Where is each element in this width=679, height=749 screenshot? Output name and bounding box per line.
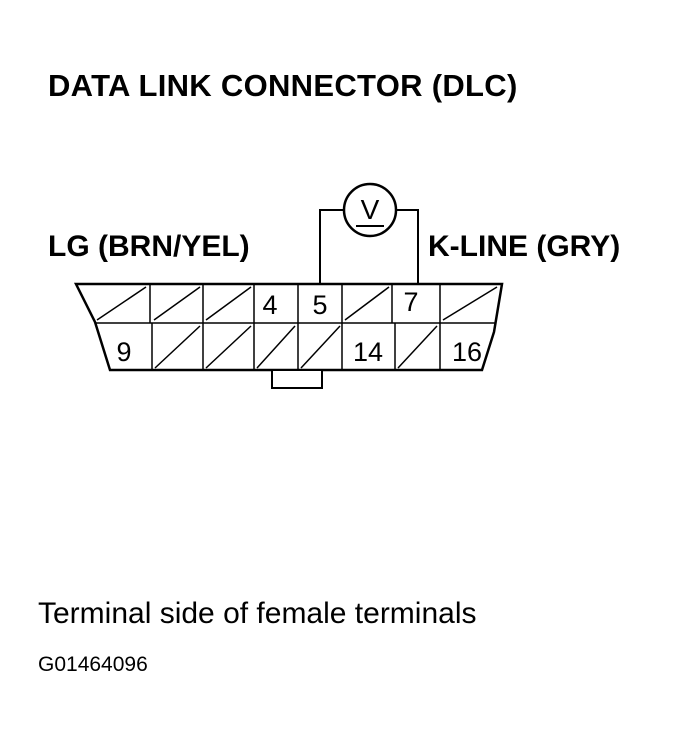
connector-lock-tab: [271, 369, 323, 389]
pin-16-label: 16: [452, 337, 482, 367]
row1-dividers: [149, 284, 441, 323]
connector-body: [73, 282, 504, 372]
meter-lead-left: [319, 209, 345, 284]
figure-caption: Terminal side of female terminals: [38, 597, 477, 630]
pin-9-label: 9: [116, 337, 131, 367]
pin-5-label: 5: [312, 290, 327, 320]
figure-code: G01464096: [38, 653, 148, 676]
pin-14-label: 14: [353, 337, 383, 367]
diagram-title: DATA LINK CONNECTOR (DLC): [48, 68, 518, 103]
meter-lead-right: [395, 209, 419, 284]
pin-7-label: 7: [403, 287, 418, 317]
pin-4-label: 4: [262, 290, 277, 320]
row2-dividers: [151, 323, 441, 370]
lg-wire-label: LG (BRN/YEL): [48, 230, 250, 263]
voltmeter-symbol: V: [361, 194, 380, 225]
row2-unused-hatches: [154, 325, 438, 369]
voltmeter-icon: V: [342, 182, 398, 238]
row1-unused-hatches: [96, 286, 498, 321]
k-line-wire-label: K-LINE (GRY): [428, 230, 621, 263]
